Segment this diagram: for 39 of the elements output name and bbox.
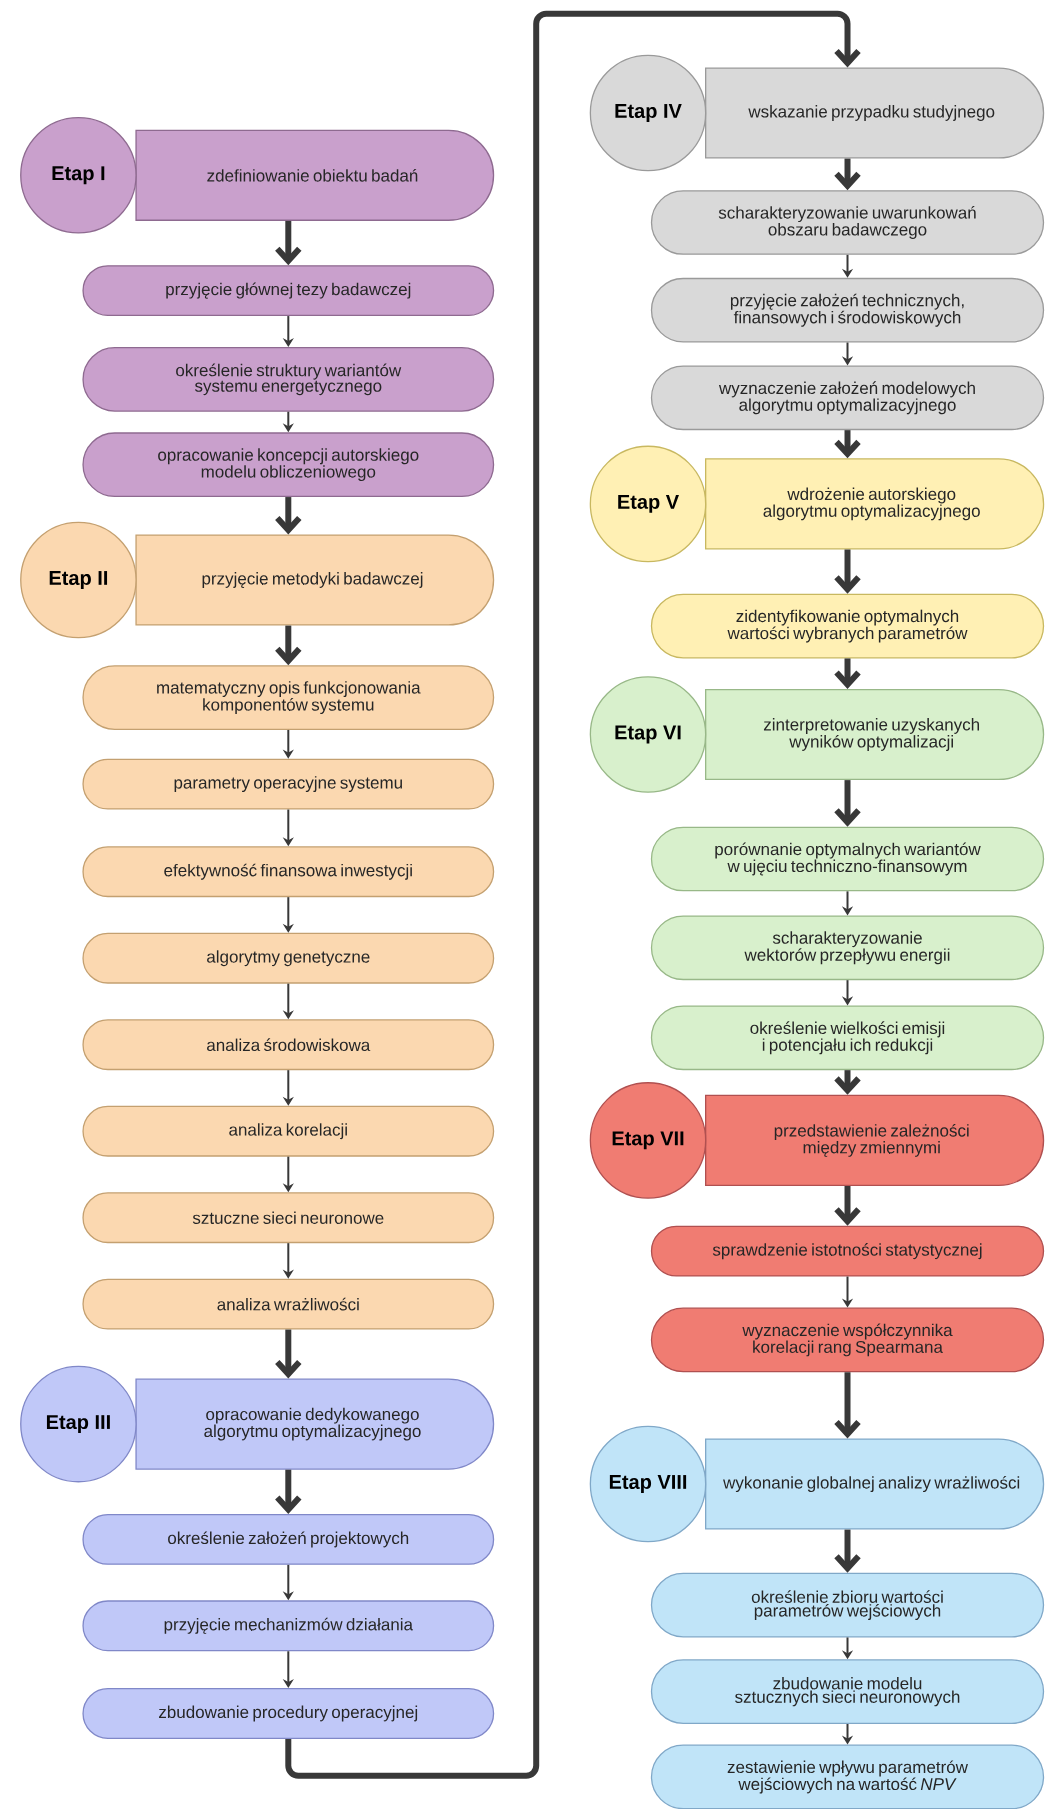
arrow	[834, 780, 861, 827]
step-box: analiza korelacji	[82, 1105, 495, 1157]
arrow	[275, 625, 302, 666]
step-box: sztuczne sieci neuronowe	[82, 1192, 495, 1244]
step-box: zestawienie wpływu parametrów wejściowych na wartość NPV	[650, 1744, 1045, 1809]
arrow	[834, 1529, 861, 1573]
step-box: przyjęcie założeń technicznych, finansowych i środowiskowych	[650, 277, 1045, 343]
arrow	[275, 1329, 302, 1379]
arrow	[834, 1372, 861, 1439]
step-box: scharakteryzowanie uwarunkowań obszaru badawczego	[650, 190, 1045, 255]
step-box: porównanie optymalnych wariantów w ujęciu techniczno-finansowym	[650, 826, 1045, 892]
step-box: zidentyfikowanie optymalnych wartości wybranych parametrów	[650, 593, 1045, 659]
arrow	[834, 1186, 861, 1226]
step-box: wyznaczenie współczynnika korelacji rang Spearmana	[650, 1307, 1045, 1373]
step-box: przyjęcie głównej tezy badawczej	[82, 265, 495, 317]
step-box: matematyczny opis funkcjonowania komponentów systemu	[82, 665, 495, 730]
arrow	[834, 549, 861, 594]
step-box: scharakteryzowanie wektorów przepływu energii	[650, 915, 1045, 981]
step-box: określenie struktury wariantów systemu energetycznego	[82, 347, 495, 412]
arrow	[834, 158, 861, 191]
step-box: określenie wielkości emisji i potencjału ich redukcji	[650, 1005, 1045, 1071]
step-box: określenie zbioru wartości parametrów wejściowych	[650, 1572, 1045, 1638]
step-box: efektywność finansowa inwestycji	[82, 846, 495, 898]
step-box: sprawdzenie istotności statystycznej	[650, 1225, 1045, 1277]
step-box: analiza wrażliwości	[82, 1278, 495, 1330]
step-box: zbudowanie procedury operacyjnej	[82, 1688, 495, 1739]
step-box: algorytmy genetyczne	[82, 932, 495, 984]
step-box: wyznaczenie założeń modelowych algorytmu optymalizacyjnego	[650, 365, 1045, 431]
arrow	[275, 220, 302, 266]
step-box: opracowanie koncepcji autorskiego modelu obliczeniowego	[82, 432, 495, 498]
arrow	[275, 497, 302, 535]
step-box: analiza środowiskowa	[82, 1019, 495, 1071]
step-box: przyjęcie mechanizmów działania	[82, 1600, 495, 1652]
step-box: zbudowanie modelu sztucznych sieci neuronowych	[650, 1659, 1045, 1724]
step-box: parametry operacyjne systemu	[82, 758, 495, 810]
arrow	[275, 1469, 302, 1514]
arrow	[285, 10, 861, 1779]
arrow	[834, 658, 861, 689]
step-box: określenie założeń projektowych	[82, 1513, 495, 1565]
